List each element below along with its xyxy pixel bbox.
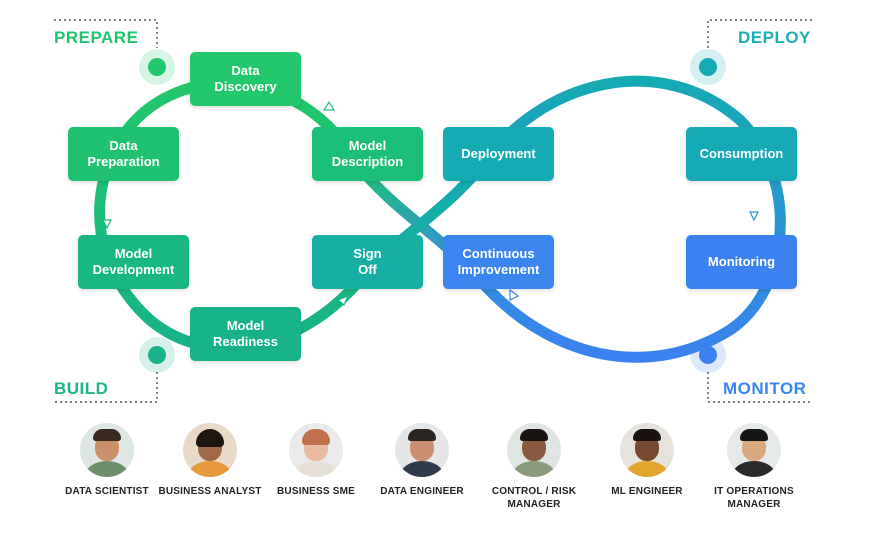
monitor-bracket (707, 372, 812, 403)
person-business-analyst: BUSINESS ANALYST (150, 423, 270, 498)
person-ml-engineer: ML ENGINEER (587, 423, 707, 498)
prepare-bracket (54, 19, 158, 48)
person-label: DATA SCIENTIST (65, 486, 149, 497)
node-model-readiness: Model Readiness (190, 307, 301, 361)
node-data-preparation: Data Preparation (68, 127, 179, 181)
avatar (183, 423, 237, 477)
build-bracket (54, 372, 158, 403)
person-it-operations-manager: IT OPERATIONS MANAGER (694, 423, 814, 511)
right-loop (475, 75, 786, 363)
arrow-icon (509, 288, 520, 301)
arrow-icon (749, 211, 759, 222)
person-label: BUSINESS ANALYST (158, 486, 262, 497)
arrow-icon (336, 294, 350, 306)
node-deployment: Deployment (443, 127, 554, 181)
node-model-description: Model Description (312, 127, 423, 181)
arrow-icon (102, 219, 112, 230)
avatar (395, 423, 449, 477)
person-business-sme: BUSINESS SME (256, 423, 376, 498)
node-consumption: Consumption (686, 127, 797, 181)
person-label: BUSINESS SME (277, 486, 355, 497)
node-continuous-improvement: Continuous Improvement (443, 235, 554, 289)
person-label: CONTROL / RISK MANAGER (491, 486, 577, 510)
prepare-dot (139, 49, 175, 85)
stage-label-monitor: MONITOR (723, 379, 807, 398)
avatar (620, 423, 674, 477)
deploy-dot (690, 49, 726, 85)
node-sign-off: Sign Off (312, 235, 423, 289)
stage-label-prepare: PREPARE (54, 28, 139, 47)
build-dot (139, 337, 175, 373)
person-data-scientist: DATA SCIENTIST (47, 423, 167, 498)
person-control-risk-manager: CONTROL / RISK MANAGER (474, 423, 594, 511)
monitor-dot (690, 337, 726, 373)
person-label: IT OPERATIONS MANAGER (714, 486, 794, 510)
avatar (289, 423, 343, 477)
person-label: DATA ENGINEER (380, 486, 464, 497)
node-data-discovery: Data Discovery (190, 52, 301, 106)
person-data-engineer: DATA ENGINEER (362, 423, 482, 498)
stage-label-build: BUILD (54, 379, 109, 398)
avatar (80, 423, 134, 477)
avatar (727, 423, 781, 477)
person-label: ML ENGINEER (611, 486, 683, 497)
node-model-development: Model Development (78, 235, 189, 289)
avatar (507, 423, 561, 477)
node-monitoring: Monitoring (686, 235, 797, 289)
stage-label-deploy: DEPLOY (738, 28, 811, 47)
arrow-icon (322, 100, 336, 111)
